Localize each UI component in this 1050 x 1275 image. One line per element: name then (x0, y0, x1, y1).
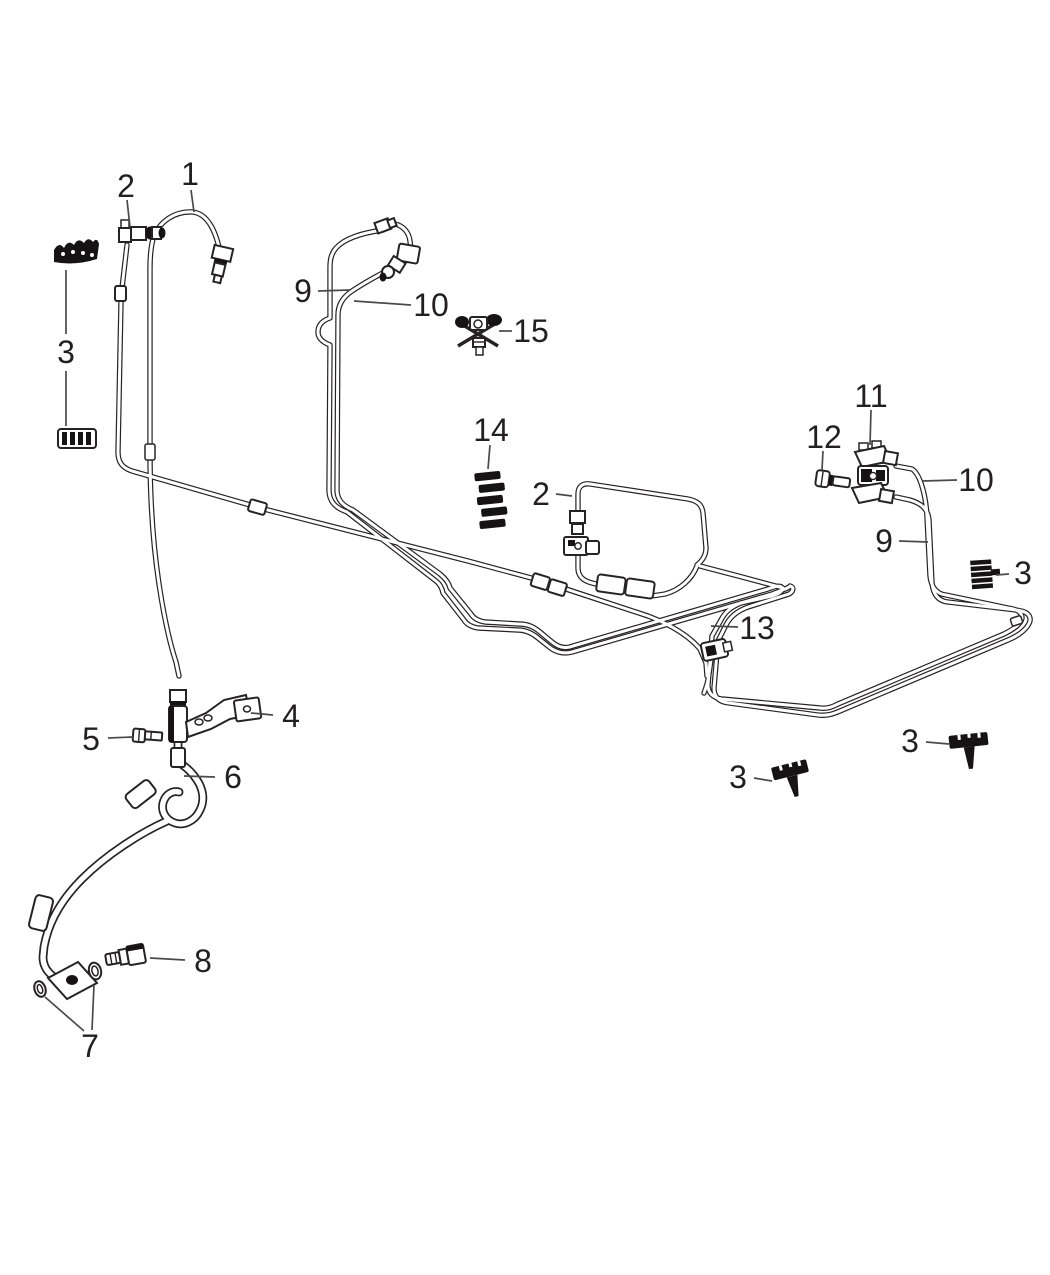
brake-tube-1 (150, 212, 221, 676)
callout-2-front-label: 2 (117, 168, 135, 204)
callout-11-label: 11 (854, 378, 887, 414)
brake-tube-2-front-inner (116, 243, 252, 507)
connector-clip-13 (699, 638, 734, 662)
callout-9-front-label: 9 (294, 273, 312, 309)
tube-2-mid-fitting (563, 510, 600, 556)
callout-3-floor-right-leader (925, 741, 950, 745)
tube-union-mid-1 (529, 572, 551, 591)
hose-top-sleeve (170, 747, 186, 768)
junction-block-11 (850, 440, 900, 505)
callout-15-label: 15 (513, 313, 549, 349)
callout-5-label: 5 (82, 721, 100, 757)
push-pin-clip-3-floor-right (948, 732, 989, 770)
callout-3-rear-label: 3 (1014, 555, 1032, 591)
loop-sleeve-1 (595, 573, 627, 596)
callout-10-rear-leader (922, 479, 958, 482)
callout-11-leader (869, 409, 872, 446)
callout-3-rear-leader (995, 573, 1010, 576)
callout-10-front-label: 10 (413, 287, 449, 323)
tube-2-front-fitting (118, 219, 166, 243)
hook-end-cap (1009, 615, 1024, 627)
callout-12-label: 12 (806, 419, 842, 455)
routing-clip-3-left-upper (54, 239, 99, 264)
tube-1-flare-fitting (210, 243, 235, 285)
callout-8-leader (149, 957, 186, 961)
tube-9-front-nut (373, 216, 398, 235)
tube-1-collar (144, 443, 156, 461)
bolt-12 (814, 469, 852, 489)
hose-lower-sleeve (28, 894, 54, 932)
callout-8-label: 8 (194, 943, 212, 979)
routing-clip-3-left-lower (57, 428, 97, 449)
callout-6-label: 6 (224, 759, 242, 795)
callout-12-leader (821, 450, 824, 471)
tube-union-front (247, 498, 268, 516)
callout-labels: 1 2 3 9 10 15 14 2 11 12 10 9 3 13 3 3 4… (57, 156, 1032, 1064)
brake-hose-6 (28, 740, 203, 983)
hose-bracket-assembly (131, 689, 263, 744)
callout-1-label: 1 (181, 156, 199, 192)
callout-7-leader-right (91, 984, 95, 1031)
tube-1-end-nut (169, 689, 187, 703)
routing-clip-14 (474, 470, 508, 530)
callout-9-front-leader (317, 289, 351, 292)
banjo-bolt-8 (104, 943, 147, 967)
callout-13-leader (710, 625, 739, 628)
bolt-5 (131, 727, 164, 744)
callout-5-leader (107, 736, 134, 739)
callout-7-leader-left (44, 996, 85, 1032)
callout-2-mid-label: 2 (532, 476, 550, 512)
leader-lines (44, 189, 1010, 1032)
brake-tube-2-front (118, 245, 250, 505)
rear-loop-extension-inner (698, 564, 785, 590)
push-pin-clip-3-floor-left (771, 759, 809, 798)
loop-sleeve-2 (624, 577, 656, 600)
callout-4-leader (250, 712, 274, 716)
callout-3-floor-left-label: 3 (729, 759, 747, 795)
callout-14-label: 14 (473, 412, 509, 448)
callout-6-leader (183, 775, 216, 778)
callout-3-floor-right-label: 3 (901, 723, 919, 759)
callout-9-rear-label: 9 (875, 523, 893, 559)
callout-14-leader (487, 444, 491, 470)
callout-13-label: 13 (739, 610, 775, 646)
tube-2-collar (114, 285, 127, 302)
routing-clip-15 (455, 314, 502, 356)
callout-2-mid-leader (555, 493, 573, 497)
hose-upper-sleeve (124, 779, 157, 810)
brake-tube-10 (337, 264, 1022, 708)
routing-clip-3-rear (970, 559, 1001, 590)
callout-4-label: 4 (282, 698, 300, 734)
callout-3-left-label: 3 (57, 334, 75, 370)
banjo-end-assembly (33, 943, 147, 1001)
tube-10-front-elbow (379, 242, 421, 282)
callout-10-rear-label: 10 (958, 462, 994, 498)
callout-7-label: 7 (81, 1028, 99, 1064)
brake-tube-2-mid-inner (262, 507, 537, 581)
tube-union-mid-2 (546, 578, 568, 597)
callout-1-leader (190, 189, 195, 213)
callout-3-floor-left-leader (753, 777, 773, 782)
callout-9-rear-leader (898, 540, 929, 543)
callout-10-front-leader (353, 300, 412, 306)
callout-2-front-leader (126, 199, 131, 228)
